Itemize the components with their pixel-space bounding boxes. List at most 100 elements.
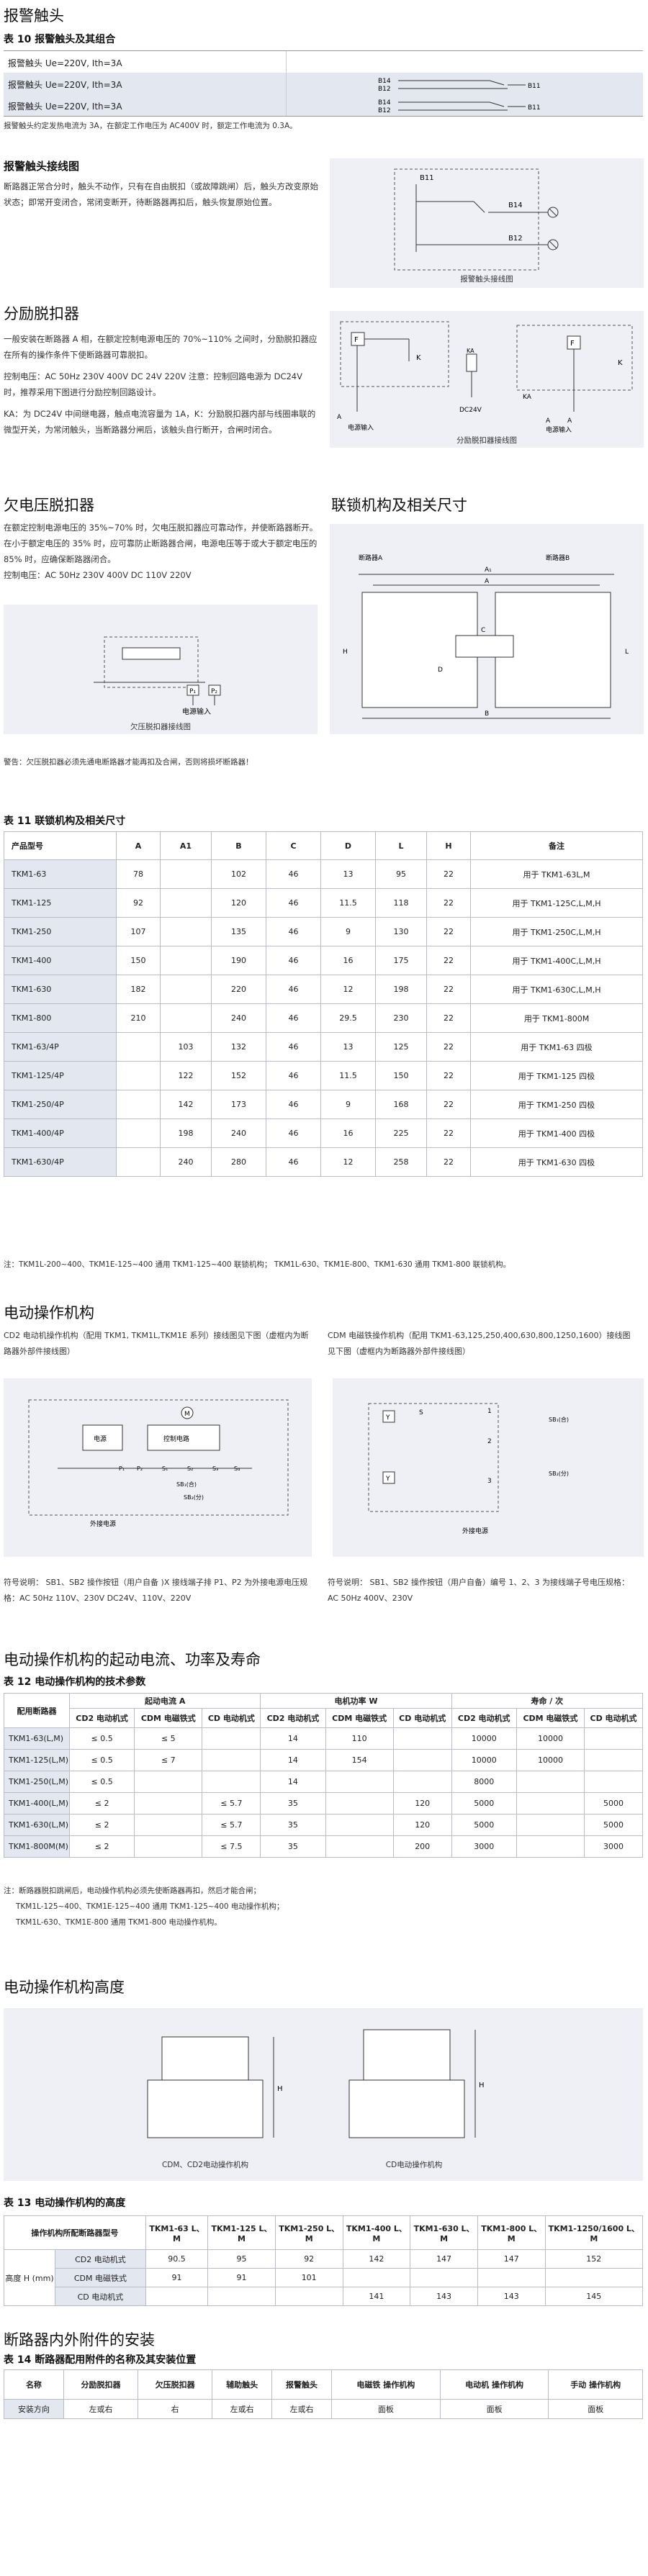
table11-header-row: 产品型号 A A1 B C D L H 备注 (4, 831, 643, 860)
b-label: B (485, 710, 489, 718)
table13-cell: 142 (342, 2249, 411, 2269)
table12-cell (392, 1727, 452, 1750)
table11-cell: 258 (375, 1147, 427, 1177)
table11-header: L (375, 831, 427, 860)
table12-cell (325, 1835, 394, 1858)
table11-cell: 22 (426, 975, 471, 1004)
b12-label: B12 (378, 86, 391, 93)
b11-label: B11 (420, 174, 434, 182)
table12-cell: TKM1-250(L,M) (4, 1771, 70, 1793)
table13-cell: 90.5 (145, 2249, 209, 2269)
section-title-alarm-contact: 报警触头 (4, 7, 64, 24)
table12-header: 电机功率 W (260, 1693, 452, 1709)
alarm-wiring-figure: B11 B14 B12 报警触头接线图 (330, 158, 644, 288)
table11-cell: 240 (160, 1147, 212, 1177)
table11-cell: 29.5 (320, 1003, 376, 1033)
table13-cell: 143 (477, 2287, 546, 2306)
table12-cell (516, 1771, 585, 1793)
table11-cell: 22 (426, 1090, 471, 1119)
interlock-diagram: 断路器A 断路器B A₁ A C D B L H (343, 553, 629, 719)
table13-header: TKM1-250 L、M (274, 2215, 343, 2250)
table11-cell: 103 (160, 1032, 212, 1062)
table12-subheader: CDM 电磁铁式 (325, 1708, 394, 1728)
table12-cell: 35 (260, 1792, 326, 1815)
table11-cell (116, 1090, 161, 1119)
table11-cell: 150 (116, 946, 161, 975)
table13-cell (477, 2268, 546, 2287)
sb1-label: SB₁(合) (176, 1481, 197, 1488)
table11-header: D (320, 831, 376, 860)
table11-cell: 46 (266, 1061, 321, 1090)
table11-cell: TKM1-125 (4, 888, 117, 918)
table13-cell: 147 (477, 2249, 546, 2269)
b12-label: B12 (378, 107, 391, 114)
operator-height-figure: H H CDM、CD2电动操作机构 CD电动操作机构 (4, 2008, 643, 2181)
sb1-label: SB₁(合) (549, 1416, 569, 1423)
table11-header: B (211, 831, 266, 860)
table12-cell (202, 1771, 261, 1793)
external-power-label: 外接电源 (462, 1527, 488, 1535)
table11-cell: 168 (375, 1090, 427, 1119)
table11-cell: 用于 TKM1-63L,M (470, 859, 643, 889)
table11-cell: 用于 TKM1-125C,L,M,H (470, 888, 643, 918)
dc24v-label: DC24V (459, 407, 482, 414)
table13-header: TKM1-800 L、M (477, 2215, 546, 2250)
table12-cell (584, 1727, 643, 1750)
table11-cell: 12 (320, 975, 376, 1004)
table14-header: 电磁铁 操作机构 (330, 2369, 441, 2400)
section-title-interlock: 联锁机构及相关尺寸 (331, 497, 467, 514)
table11-cell: 46 (266, 1118, 321, 1148)
table11-cell (116, 1061, 161, 1090)
table12-subheader: CDM 电磁铁式 (516, 1708, 585, 1728)
table12-cell: 3000 (451, 1835, 517, 1858)
table13-cell (145, 2287, 209, 2306)
table11-cell: 46 (266, 1090, 321, 1119)
operator-height-diagram: H H (147, 2029, 485, 2138)
ka-label: KA (523, 394, 532, 401)
table13: 操作机构所配断路器型号 TKM1-63 L、M TKM1-125 L、M TKM… (4, 2215, 644, 2306)
table14-header-row: 名称 分励脱扣器 欠压脱扣器 辅助触头 报警触头 电磁铁 操作机构 电动机 操作… (4, 2369, 643, 2400)
table11-cell: 280 (211, 1147, 266, 1177)
table11-cell: 46 (266, 859, 321, 889)
table12-subheader: CD2 电动机式 (260, 1708, 326, 1728)
alarm-wiring-desc: 断路器正常合分时，触头不动作，只有在自由脱扣（或故障跳闸）后，触头方改变原始状态… (4, 181, 318, 207)
undervoltage-wiring-figure: P₁ P₂ 电源输入 欠压脱扣器接线图 (4, 605, 318, 734)
table14-header: 报警触头 (271, 2369, 332, 2400)
table12-cell: 10000 (516, 1727, 585, 1750)
table12-cell: ≤ 0.5 (68, 1727, 135, 1750)
table13-cell: 147 (410, 2249, 478, 2269)
table12-cell: 35 (260, 1814, 326, 1836)
table12-cell (325, 1814, 394, 1836)
table11-cell: 22 (426, 1061, 471, 1090)
sb2-label: SB₂(分) (184, 1494, 204, 1501)
h-label: H (277, 2085, 283, 2093)
b12-label: B12 (508, 235, 523, 243)
table12-cell: ≤ 7 (134, 1749, 203, 1771)
table11-cell: 175 (375, 946, 427, 975)
table11-cell: 用于 TKM1-400C,L,M,H (470, 946, 643, 975)
table10-row: 报警触头 Ue=220V, Ith=3A (4, 94, 643, 117)
table11-cell: TKM1-125/4P (4, 1061, 117, 1090)
table14-row: 安装方向 左或右 右 左或右 左或右 面板 面板 面板 (4, 2399, 643, 2419)
table13-row: 高度 H (mm) CD2 电动机式 90.5 95 92 142 147 14… (4, 2249, 644, 2306)
table13-header: TKM1-125 L、M (207, 2215, 276, 2250)
undervoltage-voltage: 控制电压：AC 50Hz 230V 400V DC 110V 220V (4, 570, 192, 580)
table11-cell: 198 (160, 1118, 212, 1148)
table12: 配用断路器 起动电流 A 电机功率 W 寿命 / 次 CD2 电动机式 CDM … (4, 1693, 644, 1858)
table11-cell: 102 (211, 859, 266, 889)
table11-cell: 12 (320, 1147, 376, 1177)
table11-cell: 130 (375, 917, 427, 946)
s1-label: S₁ (162, 1465, 168, 1472)
motor-left-desc: CD2 电动机操作机构（配用 TKM1, TKM1L,TKM1E 系列）接线图见… (4, 1331, 309, 1356)
table10-cell: 报警触头 Ue=220V, Ith=3A (8, 80, 122, 90)
table14-cell: 左或右 (212, 2399, 273, 2419)
table12-cell: 3000 (584, 1835, 643, 1858)
table11-cell: 240 (211, 1003, 266, 1033)
